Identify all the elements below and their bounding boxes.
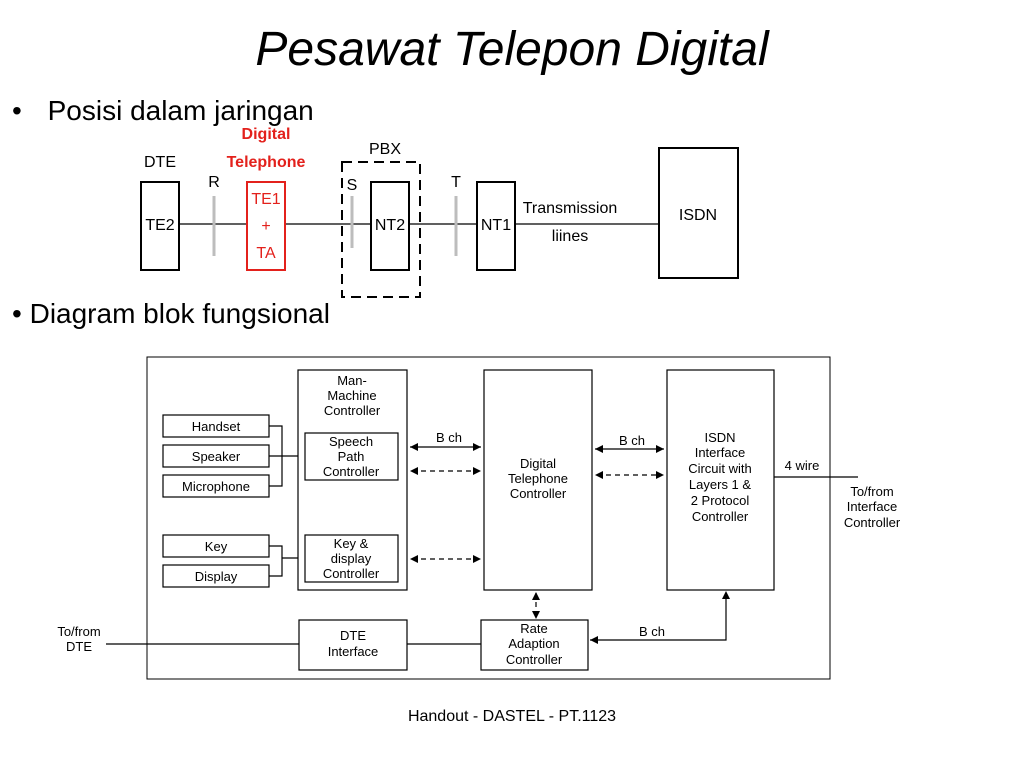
speech-path-line3: Controller bbox=[323, 464, 380, 479]
isdn-if-line2: Interface bbox=[695, 445, 746, 460]
footer-text: Handout - DASTEL - PT.1123 bbox=[407, 708, 617, 725]
te2-label: TE2 bbox=[145, 217, 174, 234]
isdn-if-line3: Circuit with bbox=[688, 461, 752, 476]
arrow-left bbox=[590, 636, 598, 644]
display-box bbox=[162, 564, 270, 588]
pbx-boundary bbox=[341, 161, 421, 298]
speech-path-line2: Path bbox=[338, 449, 365, 464]
isdn-box bbox=[658, 147, 739, 279]
digital-label: Digital bbox=[242, 126, 291, 143]
nt1-box bbox=[476, 181, 516, 271]
dtc-line3: Controller bbox=[510, 486, 567, 501]
pbx-label: PBX bbox=[369, 141, 401, 158]
speech-path-controller-box bbox=[304, 432, 399, 481]
rate-line2: Adaption bbox=[508, 636, 559, 651]
bch-label-3: B ch bbox=[639, 624, 665, 639]
to-from-dte-line2: DTE bbox=[66, 639, 92, 654]
bullet-block-diagram: • Diagram blok fungsional bbox=[12, 298, 330, 330]
arrow-right bbox=[656, 445, 664, 453]
block-diagram-frame bbox=[146, 356, 831, 680]
man-machine-line2: Machine bbox=[327, 388, 376, 403]
arrow-right bbox=[473, 467, 481, 475]
isdn-if-line4: Layers 1 & bbox=[689, 477, 751, 492]
isdn-interface-box bbox=[666, 369, 775, 591]
microphone-box bbox=[162, 474, 270, 498]
arrow-left bbox=[410, 443, 418, 451]
page-title: Pesawat Telepon Digital bbox=[255, 23, 769, 76]
speaker-label: Speaker bbox=[192, 449, 241, 464]
handset-label: Handset bbox=[192, 419, 241, 434]
rate-line3: Controller bbox=[506, 652, 563, 667]
arrow-right bbox=[473, 555, 481, 563]
isdn-if-line1: ISDN bbox=[704, 430, 735, 445]
nt2-box bbox=[370, 181, 410, 271]
r-label: R bbox=[208, 174, 220, 191]
arrow-left bbox=[410, 467, 418, 475]
arrow-up bbox=[722, 591, 730, 599]
bullet-position: • Posisi dalam jaringan bbox=[12, 95, 314, 127]
key-display-line3: Controller bbox=[323, 566, 380, 581]
to-from-dte-line1: To/from bbox=[57, 624, 100, 639]
speech-path-line1: Speech bbox=[329, 434, 373, 449]
arrow-down bbox=[532, 611, 540, 619]
key-label: Key bbox=[205, 539, 228, 554]
bullet-text: Diagram blok fungsional bbox=[29, 298, 330, 329]
digital-telephone-controller-box bbox=[483, 369, 593, 591]
to-from-interface-line1: To/from bbox=[850, 484, 893, 499]
dtc-line1: Digital bbox=[520, 456, 556, 471]
to-from-interface-line2: Interface bbox=[847, 499, 898, 514]
te1-label: TE1 bbox=[251, 191, 280, 208]
man-machine-line1: Man- bbox=[337, 373, 367, 388]
arrow-right bbox=[473, 443, 481, 451]
nt2-label: NT2 bbox=[375, 217, 405, 234]
isdn-if-line6: Controller bbox=[692, 509, 749, 524]
bch-line-3 bbox=[590, 593, 727, 641]
input-bracket bbox=[269, 545, 283, 577]
display-label: Display bbox=[195, 569, 238, 584]
bch-label-1: B ch bbox=[436, 430, 462, 445]
plus-label: + bbox=[261, 218, 270, 235]
key-display-controller-box bbox=[304, 534, 399, 583]
dte-label: DTE bbox=[144, 154, 176, 171]
dtc-line2: Telephone bbox=[508, 471, 568, 486]
bullet-marker: • bbox=[12, 95, 22, 126]
bch-label-2: B ch bbox=[619, 433, 645, 448]
key-display-line2: display bbox=[331, 551, 372, 566]
rate-adaption-controller-box bbox=[480, 619, 589, 671]
nt1-label: NT1 bbox=[481, 217, 511, 234]
ta-label: TA bbox=[256, 245, 276, 262]
arrow-right bbox=[656, 471, 664, 479]
dte-interface-box bbox=[298, 619, 408, 671]
dte-if-line2: Interface bbox=[328, 644, 379, 659]
isdn-label: ISDN bbox=[679, 207, 717, 224]
arrow-left bbox=[595, 471, 603, 479]
to-from-interface-line3: Controller bbox=[844, 515, 901, 530]
man-machine-controller-box bbox=[297, 369, 408, 591]
te2-box bbox=[140, 181, 180, 271]
man-machine-line3: Controller bbox=[324, 403, 381, 418]
t-label: T bbox=[451, 174, 461, 191]
bullet-marker: • bbox=[12, 298, 22, 329]
arrow-left bbox=[595, 445, 603, 453]
liines-label: liines bbox=[552, 228, 588, 245]
speaker-box bbox=[162, 444, 270, 468]
microphone-label: Microphone bbox=[182, 479, 250, 494]
key-display-line1: Key & bbox=[334, 536, 369, 551]
arrow-up bbox=[532, 592, 540, 600]
s-label: S bbox=[347, 177, 358, 194]
audio-bracket bbox=[269, 425, 283, 487]
transmission-label: Transmission bbox=[523, 200, 618, 217]
telephone-label: Telephone bbox=[227, 154, 306, 171]
key-box bbox=[162, 534, 270, 558]
bullet-text: Posisi dalam jaringan bbox=[47, 95, 314, 126]
te1-ta-box bbox=[246, 181, 286, 271]
handset-box bbox=[162, 414, 270, 438]
rate-line1: Rate bbox=[520, 621, 547, 636]
dte-if-line1: DTE bbox=[340, 628, 366, 643]
four-wire-label: 4 wire bbox=[785, 458, 820, 473]
arrow-left bbox=[410, 555, 418, 563]
isdn-if-line5: 2 Protocol bbox=[691, 493, 750, 508]
